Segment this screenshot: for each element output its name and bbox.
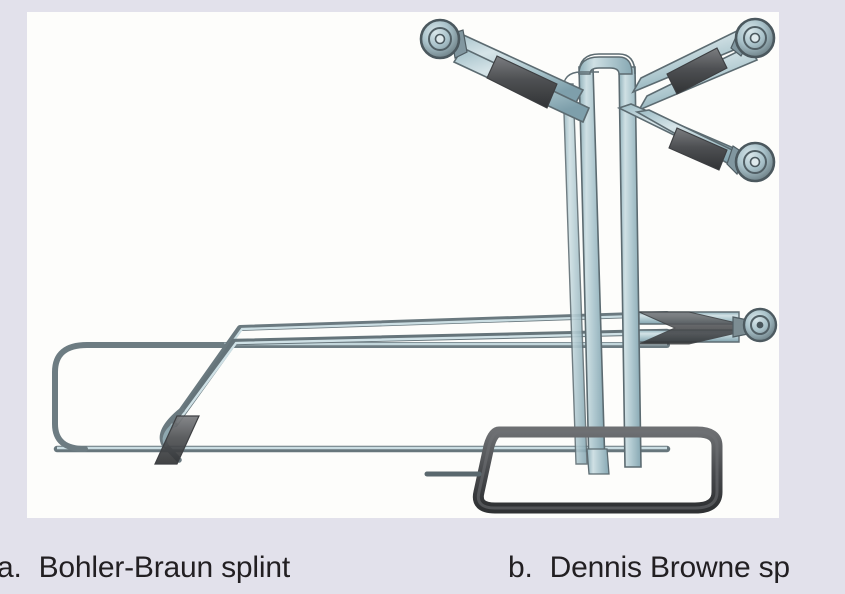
figure-panel xyxy=(27,12,779,518)
upper-left-arm-assembly xyxy=(419,18,591,124)
bohler-braun-splint-illustration xyxy=(52,17,778,514)
base-foot-frame xyxy=(424,426,723,514)
caption-item-b: b. Dennis Browne sp xyxy=(508,550,790,586)
caption-label-b: Dennis Browne sp xyxy=(549,551,790,584)
caption-marker-a: a. xyxy=(0,551,22,584)
figure-captions: a. Bohler-Braun splint b. Dennis Browne sp xyxy=(0,522,845,594)
mid-right-arm-assembly xyxy=(638,307,778,345)
lower-right-arm-assembly xyxy=(616,103,776,183)
caption-label-a: Bohler-Braun splint xyxy=(38,551,291,584)
caption-item-a: a. Bohler-Braun splint xyxy=(0,550,290,586)
base-connector xyxy=(586,448,610,475)
upper-right-arm-assembly xyxy=(631,17,776,112)
caption-marker-b: b. xyxy=(508,551,533,584)
vertical-post-frame xyxy=(562,53,642,468)
inclined-thigh-rails xyxy=(154,311,671,465)
